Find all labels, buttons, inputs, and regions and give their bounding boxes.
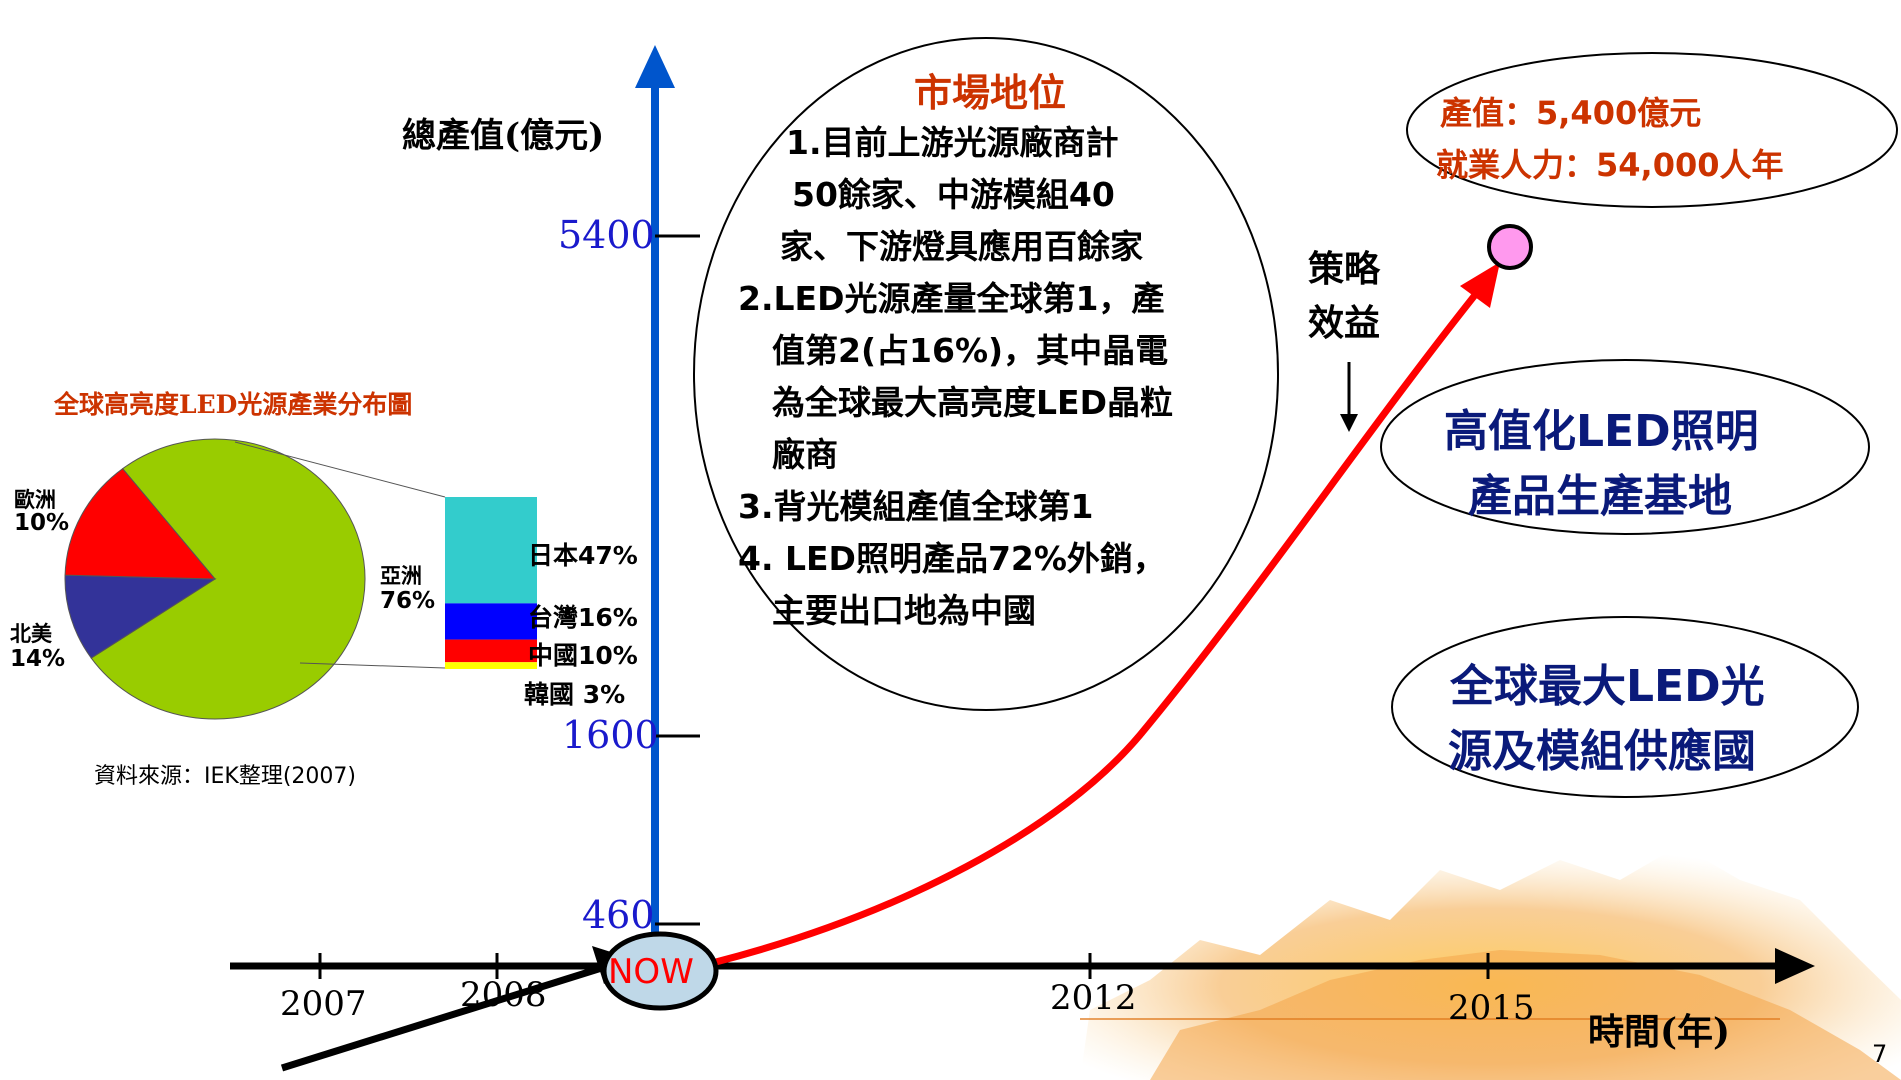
pie-pct-namerica: 14%: [10, 646, 66, 672]
market-title: 市場地位: [914, 70, 1067, 115]
goal-ellipse-2: [1391, 616, 1859, 798]
pie-label-namerica: 北美: [10, 622, 52, 646]
market-line-5: 值第2(占16%)，其中晶電: [772, 331, 1169, 370]
market-line-6: 為全球最大高亮度LED晶粒: [772, 383, 1173, 422]
breakdown-label-korea: 韓國 3%: [524, 680, 626, 709]
market-line-3: 家、下游燈具應用百餘家: [780, 227, 1143, 266]
growth-curve: [711, 292, 1478, 967]
pie-connector-bottom: [299, 662, 446, 669]
x-tick-label-2015: 2015: [1448, 988, 1535, 1028]
market-line-10: 主要出口地為中國: [772, 591, 1036, 630]
pie-chart: [64, 438, 366, 720]
x-axis-arrow: [1775, 948, 1815, 984]
pie-slice: [64, 574, 217, 659]
pie-connector-top: [234, 441, 446, 498]
x-tick-label-2008: 2008: [460, 975, 547, 1015]
market-line-1: 1.目前上游光源廠商計: [786, 123, 1119, 162]
target-line-1: 產值：5,400億元: [1440, 94, 1702, 132]
market-line-2: 50餘家、中游模組40: [792, 175, 1115, 214]
now-label: NOW: [608, 952, 694, 992]
market-position-ellipse: [693, 37, 1279, 711]
pie-pct-asia: 76%: [380, 588, 436, 614]
goal-1-line-2: 產品生產基地: [1468, 471, 1732, 522]
x-axis-title: 時間(年): [1588, 1011, 1731, 1053]
pie-slice: [90, 438, 366, 720]
past-arrow-line: [280, 962, 610, 1072]
market-line-4: 2.LED光源產量全球第1，產: [738, 279, 1165, 318]
page-number: 7: [1872, 1040, 1888, 1068]
y-tick-label-460: 460: [582, 893, 655, 937]
target-ellipse: [1406, 52, 1898, 208]
goal-1-line-1: 高值化LED照明: [1444, 406, 1759, 457]
breakdown-segment: [445, 662, 537, 669]
y-axis-arrow: [635, 45, 675, 88]
strategy-arrow-head: [1340, 414, 1358, 432]
breakdown-label-taiwan: 台灣16%: [528, 603, 638, 632]
pie-pct-europe: 10%: [14, 510, 70, 536]
breakdown-label-china: 中國10%: [528, 641, 638, 670]
x-tick-label-2007: 2007: [280, 984, 367, 1024]
pie-source: 資料來源：IEK整理(2007): [94, 764, 356, 789]
strategy-line-1: 策略: [1308, 248, 1381, 290]
market-line-7: 廠商: [772, 435, 838, 474]
target-dot: [1487, 224, 1533, 270]
breakdown-label-japan: 日本47%: [528, 541, 638, 570]
strategy-line-2: 效益: [1308, 302, 1381, 344]
goal-ellipse-1: [1380, 359, 1870, 535]
pie-label-europe: 歐洲: [14, 488, 56, 512]
breakdown-segment: [445, 497, 537, 604]
growth-curve-arrow: [1460, 262, 1500, 308]
x-tick-label-2012: 2012: [1050, 978, 1137, 1018]
goal-2-line-2: 源及模組供應國: [1448, 726, 1756, 777]
pie-title: 全球高亮度LED光源產業分布圖: [54, 390, 413, 419]
breakdown-segment: [445, 603, 537, 640]
y-axis-title: 總產值(億元): [402, 116, 605, 156]
asia-breakdown-bar: [445, 497, 537, 669]
now-marker: [601, 931, 719, 1011]
pie-label-asia: 亞洲: [380, 564, 422, 588]
target-line-2: 就業人力：54,000人年: [1436, 146, 1784, 184]
pie-slice: [64, 467, 217, 580]
goal-2-line-1: 全球最大LED光: [1450, 661, 1765, 712]
market-line-9: 4. LED照明產品72%外銷，: [738, 539, 1166, 578]
y-tick-label-1600: 1600: [562, 713, 659, 757]
market-line-8: 3.背光模組產值全球第1: [738, 487, 1094, 526]
y-tick-label-5400: 5400: [558, 213, 655, 257]
breakdown-segment: [445, 639, 537, 663]
